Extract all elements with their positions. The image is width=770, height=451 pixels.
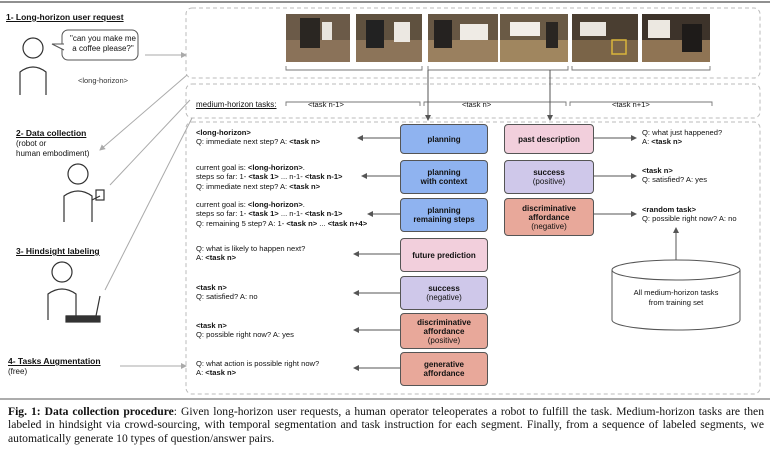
qa-success-negative: <task n> Q: satisfied? A: no: [196, 283, 258, 302]
database-icon: [611, 259, 741, 331]
step1-label: 1- Long-horizon user request: [6, 12, 124, 22]
timeline-frame: [185, 83, 761, 119]
timeline-task-prev: <task n-1>: [308, 100, 344, 109]
timeline-label: medium-horizon tasks:: [196, 100, 277, 109]
step2-sub1: (robot or: [16, 139, 47, 148]
step3-label: 3- Hindsight labeling: [16, 246, 100, 256]
figure-caption: Fig. 1: Data collection procedure: Given…: [8, 405, 764, 445]
step4-label: 4- Tasks Augmentation: [8, 356, 101, 366]
speech-line2: a coffee please?": [72, 44, 134, 53]
photo-strip: [286, 14, 710, 62]
operator-figure-icon: [63, 163, 105, 222]
qa-planning-remaining: current goal is: <long-horizon>. steps s…: [196, 200, 368, 228]
photo-frame: [185, 7, 761, 79]
box-past-description: past description: [504, 124, 594, 154]
qa-frame: [185, 121, 761, 395]
box-success-positive: success(positive): [504, 160, 594, 194]
qa-discriminative-positive: <task n> Q: possible right now? A: yes: [196, 321, 294, 340]
box-future-prediction: future prediction: [400, 238, 488, 272]
box-planning: planning: [400, 124, 488, 154]
qa-generative-affordance: Q: what action is possible right now? A:…: [196, 359, 320, 378]
step2-sub2: human embodiment): [16, 149, 90, 158]
timeline-task-cur: <task n>: [462, 100, 492, 109]
labeler-figure-icon: [47, 261, 101, 323]
box-success-negative: success(negative): [400, 276, 488, 310]
timeline-brackets: [285, 66, 713, 106]
qa-planning-context: current goal is: <long-horizon>. steps s…: [196, 163, 343, 191]
long-horizon-tag: <long-horizon>: [77, 76, 129, 85]
step2-label: 2- Data collection: [16, 128, 87, 138]
qa-future-prediction: Q: what is likely to happen next? A: <ta…: [196, 244, 306, 263]
speech-line1: "can you make me: [70, 34, 136, 43]
qa-discriminative-negative: <random task> Q: possible right now? A: …: [642, 205, 737, 224]
qa-success-positive: <task n> Q: satisfied? A: yes: [642, 166, 707, 185]
user-figure-icon: [19, 37, 47, 95]
qa-past-description: Q: what just happened? A: <task n>: [642, 128, 723, 147]
timeline-task-next: <task n+1>: [612, 100, 650, 109]
step4-sub: (free): [8, 367, 28, 376]
qa-planning: <long-horizon> Q: immediate next step? A…: [196, 128, 321, 147]
